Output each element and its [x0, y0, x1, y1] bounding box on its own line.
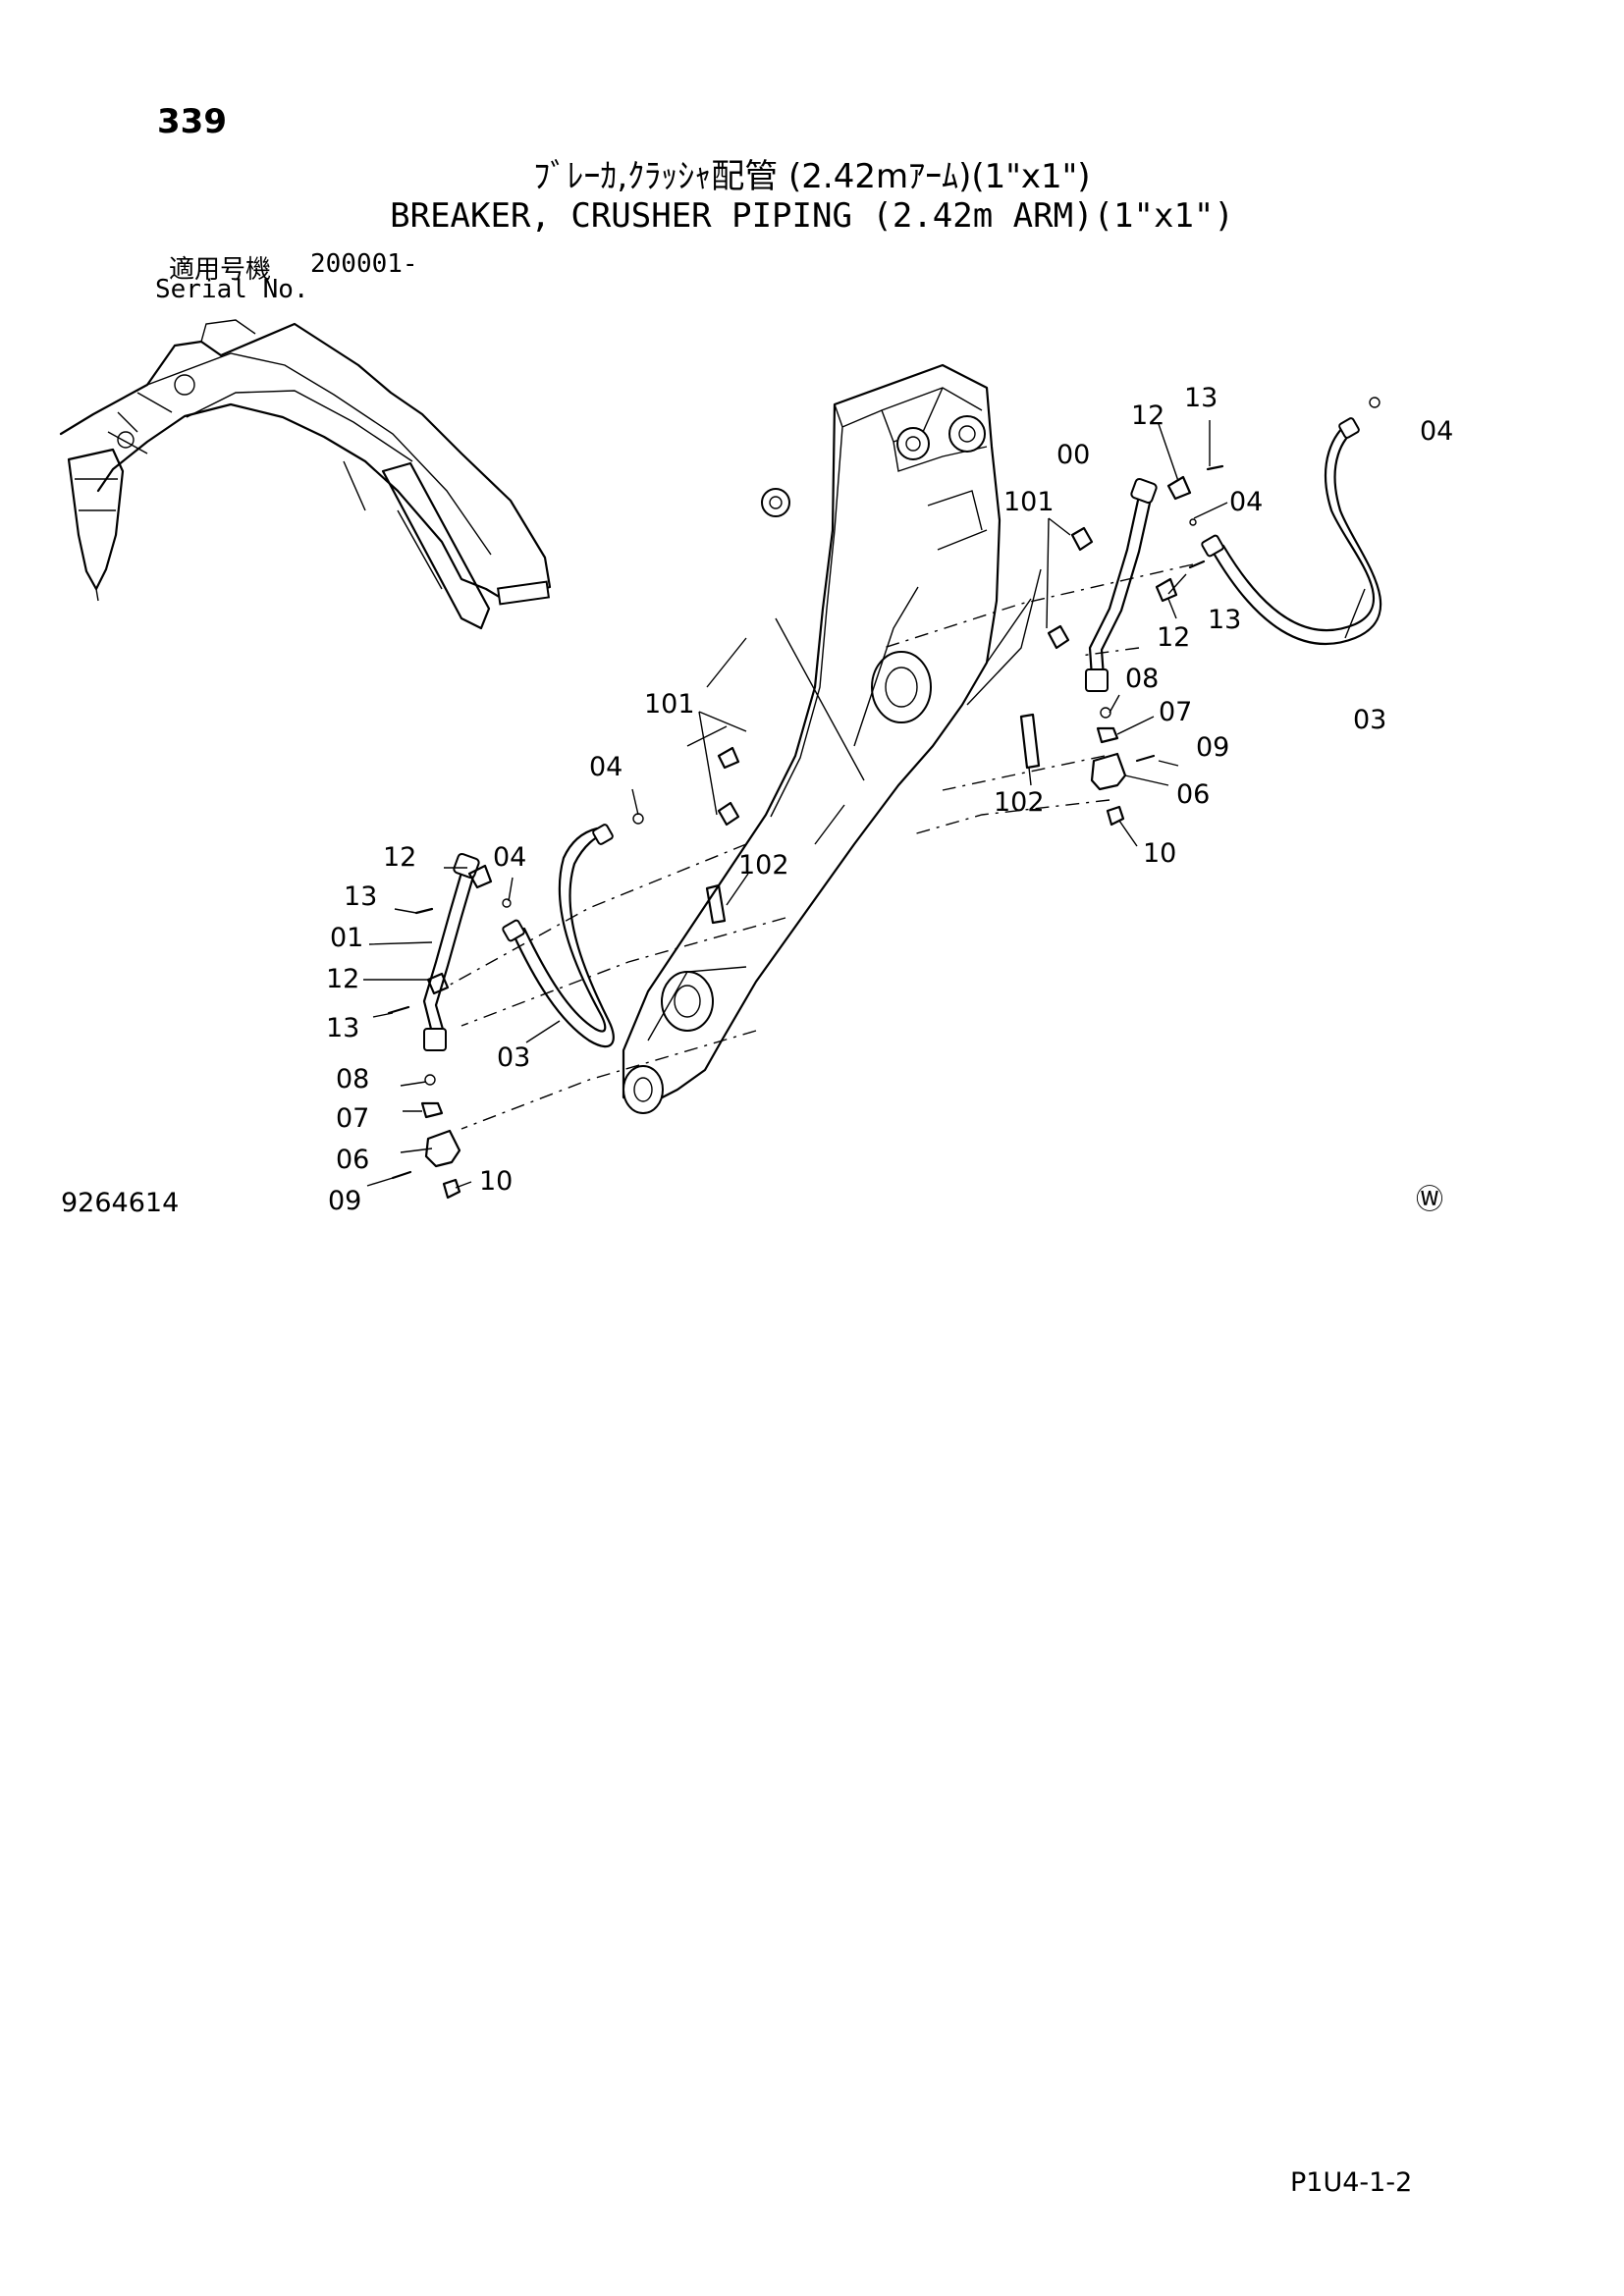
callout-label: 13 — [1208, 605, 1241, 635]
callout-label: 12 — [1157, 622, 1190, 653]
callout-label: 102 — [738, 850, 789, 881]
callout-label: 10 — [479, 1166, 513, 1197]
arm-body — [622, 363, 1042, 1114]
callout-label: 04 — [1229, 487, 1263, 517]
excavator-thumbnail — [59, 319, 552, 630]
page-title-japanese: ﾌﾞﾚｰｶ,ｸﾗｯｼｬ配管 (2.42mｱｰﾑ)(1"x1") — [533, 157, 1091, 196]
serial-number-value: 200001- — [310, 249, 418, 279]
callout-label: 09 — [1196, 732, 1229, 763]
right-pipe-assembly — [1019, 397, 1382, 827]
callout-label: 06 — [1176, 779, 1210, 810]
callout-label: 101 — [1003, 487, 1055, 517]
callout-label: 04 — [1420, 416, 1453, 447]
callout-label: 03 — [497, 1042, 530, 1073]
callout-label: 13 — [326, 1013, 359, 1043]
callout-label: 09 — [328, 1186, 361, 1216]
serial-label-japanese: 適用号機 — [169, 255, 272, 285]
drawing-number: 9264614 — [61, 1188, 180, 1218]
callout-label: 06 — [336, 1145, 369, 1175]
w-mark: Ⓦ — [1416, 1183, 1444, 1215]
callout-label: 00 — [1056, 440, 1090, 470]
callout-label: 07 — [1159, 697, 1192, 727]
callout-label: 04 — [493, 842, 526, 873]
callout-label: 13 — [344, 881, 377, 912]
sheet-reference: P1U4-1-2 — [1290, 2167, 1413, 2198]
callout-label: 03 — [1353, 705, 1386, 735]
callout-labels: 00 101 12 13 04 04 13 12 03 08 07 09 06 … — [326, 383, 1453, 1216]
page-number: 339 — [157, 102, 227, 141]
callout-label: 12 — [1131, 400, 1164, 431]
callout-label: 13 — [1184, 383, 1218, 413]
left-pipe-assembly — [387, 746, 740, 1200]
callout-label: 01 — [330, 923, 363, 953]
page-title-english: BREAKER, CRUSHER PIPING (2.42m ARM)(1"x1… — [390, 196, 1234, 236]
callout-label: 101 — [644, 689, 695, 720]
callout-label: 12 — [383, 842, 416, 873]
callout-label: 08 — [336, 1064, 369, 1095]
callout-leaders — [363, 420, 1366, 1189]
callout-label: 10 — [1143, 838, 1176, 869]
callout-label: 102 — [994, 787, 1045, 818]
assembly-centerlines — [446, 563, 1194, 1130]
callout-label: 12 — [326, 964, 359, 994]
callout-label: 07 — [336, 1103, 369, 1134]
serial-label-english: Serial No. — [155, 275, 309, 304]
callout-label: 08 — [1125, 664, 1159, 694]
callout-label: 04 — [589, 752, 623, 782]
